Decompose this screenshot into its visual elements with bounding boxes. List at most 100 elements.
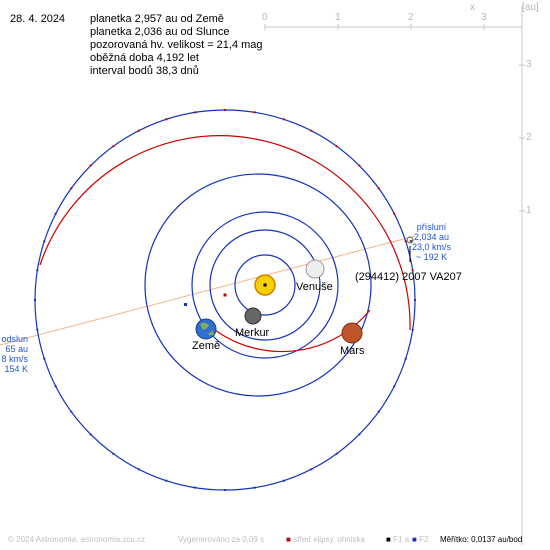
- asteroid-position-dot: [358, 433, 361, 436]
- earth-land: [200, 322, 214, 336]
- asteroid-position-dot: [310, 468, 313, 471]
- asteroid-position-dot: [253, 111, 256, 114]
- asteroid-position-dot: [34, 299, 36, 301]
- legend-center-text: střed elipsy, ohniska: [293, 535, 365, 544]
- unit-label: [au]: [522, 2, 539, 13]
- asteroid-position-dot: [54, 385, 57, 388]
- asteroid-position-dot: [358, 164, 361, 167]
- asteroid-label: (294412) 2007 VA207: [355, 271, 462, 283]
- asteroid-position-dot: [194, 111, 197, 114]
- copyright: © 2024 Astronomia, astronomia.zcu.cz: [8, 535, 146, 544]
- earth-label: Země: [192, 340, 221, 352]
- asteroid-position-dot: [137, 129, 140, 132]
- asteroid-position-dot: [411, 328, 414, 331]
- asteroid-position-dot: [377, 187, 380, 190]
- mars-label: Mars: [340, 345, 365, 357]
- asteroid-position-dot: [137, 468, 140, 471]
- generated-time: Vygenerováno za 0,09 s: [178, 535, 264, 544]
- aphelion-title: odslun: [1, 334, 28, 344]
- asteroid-position-dot: [43, 240, 46, 243]
- venus-icon: [305, 259, 325, 279]
- asteroid-orbit-near: [39, 135, 411, 331]
- asteroid-position-dot: [377, 410, 380, 413]
- asteroid-position-dot: [224, 489, 226, 491]
- asteroid-position-dot: [282, 479, 285, 482]
- asteroid-position-dot: [165, 118, 168, 121]
- legend-f2: ■ F2: [412, 535, 428, 544]
- date-label: 28. 4. 2024: [10, 13, 66, 25]
- venus-label: Venuše: [296, 281, 333, 293]
- legend-f1: ■ F1 a: [386, 535, 409, 544]
- legend-f2-text: F2: [419, 535, 429, 544]
- perihelion-temp: ~ 192 K: [415, 252, 448, 262]
- x-tick-1: 1: [335, 12, 341, 23]
- asteroid-position-dot: [165, 479, 168, 482]
- perihelion-title: přísluní: [416, 222, 447, 232]
- asteroid-info: planetka 2,957 au od Země planetka 2,036…: [90, 13, 263, 78]
- earth-icon: [195, 318, 217, 340]
- aphelion-speed: 8 km/s: [1, 354, 28, 364]
- mercury-orbit: [234, 254, 296, 316]
- aphelion-info: odslun 65 au 8 km/s 154 K: [0, 334, 28, 374]
- top-axis-ticks: [264, 24, 485, 30]
- asteroid-position-dot: [282, 118, 285, 121]
- asteroid-position-dot: [335, 145, 338, 148]
- right-axis-ticks: [519, 64, 525, 212]
- asteroid-position-dot: [393, 212, 396, 215]
- perihelion-distance: 2,034 au: [413, 232, 450, 242]
- mercury-icon: [244, 307, 262, 325]
- venus-orbit: [209, 229, 321, 341]
- asteroid-position-dot: [310, 129, 313, 132]
- asteroid-position-dot: [112, 452, 115, 455]
- legend-f1-text: F1 a: [393, 535, 410, 544]
- legend-f1-dot: ■: [386, 535, 394, 544]
- asteroid-position-dot: [393, 385, 396, 388]
- asteroid-position-dot: [414, 299, 416, 301]
- asteroid-position-dot: [89, 433, 92, 436]
- x-axis-label: x: [470, 2, 475, 13]
- mercury-label: Merkur: [235, 327, 270, 339]
- legend-f2-dot: ■: [412, 535, 420, 544]
- asteroid-marker: [406, 236, 414, 262]
- y-tick-2: 2: [526, 132, 532, 143]
- earth-orbit: [191, 211, 339, 359]
- asteroid-position-dot: [70, 187, 73, 190]
- asteroid-position-dot: [411, 269, 414, 272]
- perihelion-info: přísluní 2,034 au 23,0 km/s ~ 192 K: [412, 222, 451, 262]
- apsis-line: [0, 235, 416, 346]
- asteroid-position-dot: [404, 240, 407, 243]
- asteroid-position-dot: [36, 269, 39, 272]
- y-tick-1: 1: [526, 205, 532, 216]
- y-tick-3: 3: [526, 59, 532, 70]
- mars-orbit: [144, 173, 372, 397]
- asteroid-position-dot: [224, 109, 226, 111]
- asteroid-position-dot: [43, 357, 46, 360]
- legend-center-dot: ■: [286, 535, 294, 544]
- asteroid-position-dot: [404, 357, 407, 360]
- mars-icon: [341, 322, 363, 344]
- legend-center: ■ střed elipsy, ohniska: [286, 535, 365, 544]
- distance-from-earth: planetka 2,957 au od Země: [90, 13, 224, 25]
- scale-label: Měřítko: 0,0137 au/bod: [440, 535, 523, 544]
- asteroid-orbit-far: [34, 109, 416, 491]
- x-tick-3: 3: [481, 12, 487, 23]
- asteroid-position-dot: [54, 212, 57, 215]
- orbital-period: oběžná doba 4,192 let: [90, 52, 199, 64]
- asteroid-position-dot: [112, 145, 115, 148]
- asteroid-position-dot: [36, 328, 39, 331]
- distance-from-sun: planetka 2,036 au od Slunce: [90, 26, 230, 38]
- asteroid-position-dots: [34, 109, 416, 491]
- asteroid-position-dot: [70, 410, 73, 413]
- sun-focus-marker: [263, 283, 267, 287]
- point-interval: interval bodů 38,3 dnů: [90, 65, 199, 77]
- asteroid-position-dot: [194, 486, 197, 489]
- perihelion-speed: 23,0 km/s: [412, 242, 452, 252]
- ellipse-center-marker: [223, 293, 227, 297]
- x-tick-2: 2: [408, 12, 414, 23]
- aphelion-distance: 65 au: [5, 344, 28, 354]
- asteroid-position-dot: [253, 486, 256, 489]
- asteroid-position-dot: [335, 452, 338, 455]
- observed-magnitude: pozorovaná hv. velikost = 21,4 mag: [90, 39, 263, 51]
- aphelion-temp: 154 K: [4, 364, 28, 374]
